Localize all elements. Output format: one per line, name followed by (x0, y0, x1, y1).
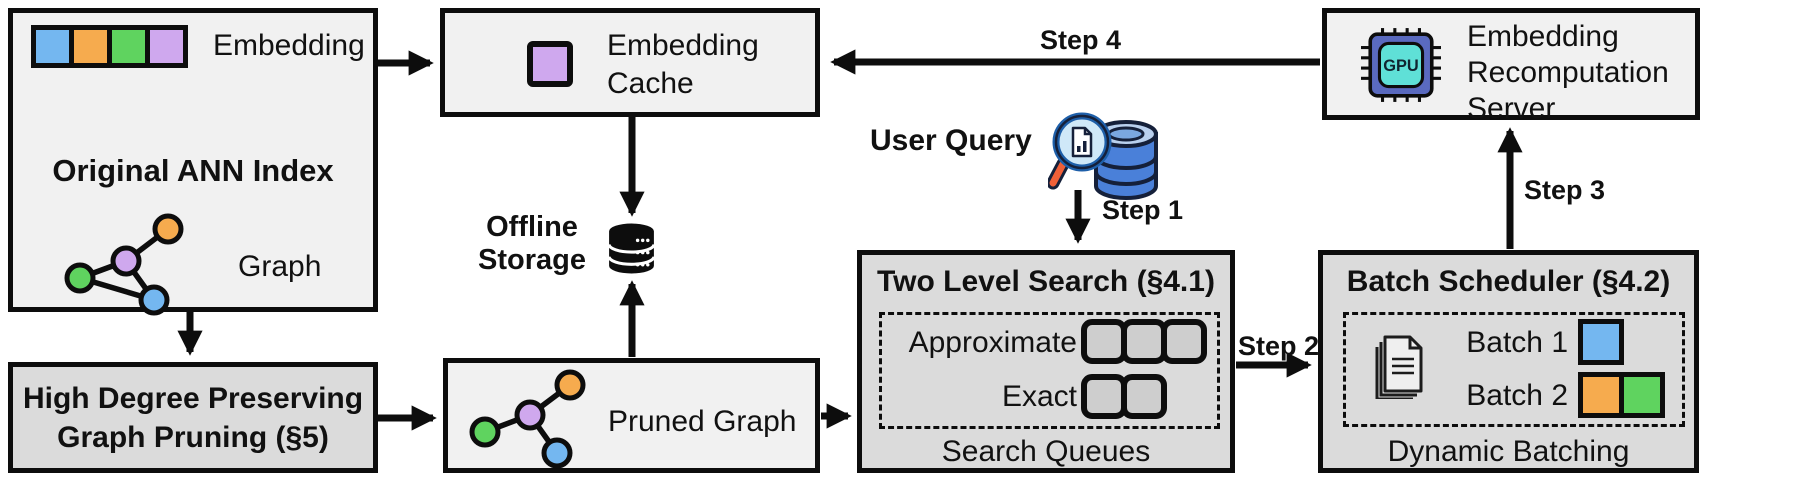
embedding-cell-orange-icon (69, 25, 112, 68)
approximate-label: Approximate (908, 326, 1077, 359)
queue-slot-icon (1121, 319, 1167, 364)
dynamic-batching-dashed-panel (1343, 312, 1685, 427)
user-query-label: User Query (870, 124, 1032, 157)
step3-label: Step 3 (1524, 175, 1606, 205)
graph-pruning-title: High Degree Preserving Graph Pruning (§5… (22, 381, 364, 454)
recomputation-server-label: Embedding Recomputation Server (1467, 20, 1669, 125)
ann-index-title: Original ANN Index (52, 153, 334, 188)
user-query-search-icon (1048, 112, 1158, 200)
gpu-icon-text: GPU (1383, 57, 1419, 75)
offline-storage-label: Offline Storage (478, 211, 586, 277)
box-recomputation-server: GPU Embedding Recomputation Server (1322, 8, 1700, 125)
step4-label: Step 4 (1040, 25, 1122, 55)
cached-embedding-icon (527, 41, 573, 87)
search-queues-dashed-panel (879, 312, 1220, 429)
embedding-cell-blue-icon (31, 25, 74, 68)
gpu-chip-icon: GPU (1361, 28, 1441, 102)
original-graph-icon (64, 213, 184, 316)
two-level-search-title: Two Level Search (§4.1) (877, 265, 1215, 298)
exact-label: Exact (1001, 380, 1077, 413)
box-original-ann-index: Embedding Original ANN Index Graph (8, 8, 378, 316)
batch2-item-orange-icon (1578, 372, 1624, 418)
pruned-graph-icon (469, 369, 586, 469)
queue-slot-icon (1081, 319, 1127, 364)
embedding-cell-purple-icon (145, 25, 188, 68)
approximate-queue-icon (1081, 319, 1207, 364)
offline-storage-database-icon (607, 223, 656, 274)
pruned-graph-label: Pruned Graph (608, 405, 797, 438)
step1-label: Step 1 (1102, 195, 1184, 225)
graph-label: Graph (238, 250, 322, 283)
batch-scheduler-title: Batch Scheduler (§4.2) (1346, 265, 1671, 298)
search-queues-caption: Search Queues (941, 435, 1151, 468)
batch2-label: Batch 2 (1466, 379, 1568, 412)
batch2-item-green-icon (1619, 372, 1665, 418)
exact-queue-icon (1081, 374, 1167, 419)
box-pruned-graph: Pruned Graph (443, 358, 820, 473)
embedding-cell-green-icon (107, 25, 150, 68)
query-documents-icon (1375, 335, 1423, 399)
batch1-label: Batch 1 (1466, 326, 1568, 359)
box-embedding-cache: Embedding Cache (440, 8, 820, 117)
embedding-vector-icon (31, 25, 188, 68)
box-batch-scheduler: Batch Scheduler (§4.2) Batch 1 Batch 2 D… (1318, 250, 1699, 473)
batch1-item-blue-icon (1578, 319, 1624, 365)
embedding-label: Embedding (213, 29, 365, 62)
embedding-cache-label: Embedding Cache (607, 29, 759, 100)
box-two-level-search: Two Level Search (§4.1) Approximate Exac… (857, 250, 1235, 473)
box-graph-pruning: High Degree Preserving Graph Pruning (§5… (8, 362, 378, 473)
queue-slot-icon (1161, 319, 1207, 364)
queue-slot-icon (1121, 374, 1167, 419)
dynamic-batching-caption: Dynamic Batching (1387, 435, 1630, 468)
step2-label: Step 2 (1238, 331, 1320, 361)
